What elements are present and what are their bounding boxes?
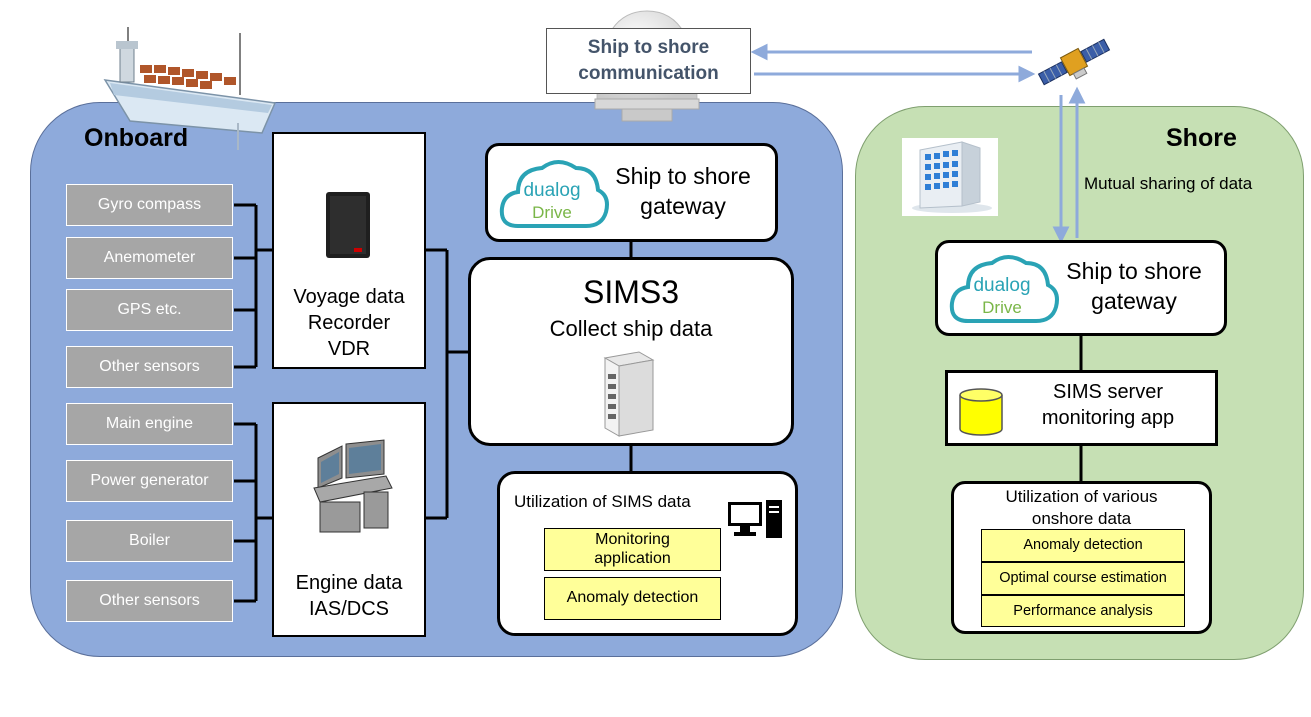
onboard-anomaly-detection-item: Anomaly detection — [544, 577, 721, 620]
gateway-logo-top: dualog — [523, 180, 580, 201]
shore-gateway-logo-top: dualog — [973, 275, 1030, 296]
communication-line-1: Ship to shore — [587, 37, 710, 59]
shore-title: Shore — [1166, 124, 1237, 152]
computer-icon — [728, 500, 782, 538]
communication-line-2: communication — [578, 63, 719, 84]
sensor-main-engine: Main engine — [66, 403, 233, 445]
mutual-sharing-label: Mutual sharing of data — [1084, 174, 1253, 193]
sensor-other-bottom: Other sensors — [66, 580, 233, 622]
vdr-line-2: Recorder — [307, 312, 391, 334]
sims3-title: SIMS3 — [582, 274, 680, 310]
sensor-other-top: Other sensors — [66, 346, 233, 388]
sims-server-line-2: monitoring app — [1041, 407, 1175, 429]
shore-anomaly-detection-item: Anomaly detection — [981, 529, 1185, 562]
communication-box: Ship to shore communication — [546, 28, 751, 94]
ship-icon — [103, 27, 277, 150]
sensor-gps: GPS etc. — [66, 289, 233, 331]
shore-utilization-line-2: onshore data — [1031, 509, 1132, 529]
onboard-gateway-box: dualog Drive Ship to shore gateway — [485, 143, 778, 242]
shore-gateway-box: dualog Drive Ship to shore gateway — [935, 240, 1227, 336]
engine-line-1: Engine data — [295, 572, 403, 594]
sensor-boiler: Boiler — [66, 520, 233, 562]
optimal-course-item: Optimal course estimation — [981, 562, 1185, 595]
vdr-device-icon — [326, 192, 370, 258]
engine-line-2: IAS/DCS — [308, 598, 390, 620]
vdr-box: Voyage data Recorder VDR — [272, 132, 426, 369]
optimal-course-label: Optimal course estimation — [999, 570, 1167, 587]
database-icon — [959, 388, 1003, 436]
performance-analysis-item: Performance analysis — [981, 595, 1185, 627]
cloud-logo-icon: dualog Drive — [949, 255, 1059, 323]
shore-anomaly-label: Anomaly detection — [1023, 537, 1143, 554]
onboard-gateway-line-1: Ship to shore — [615, 163, 751, 189]
sensor-anemometer: Anemometer — [66, 237, 233, 279]
sims-server-box: SIMS server monitoring app — [945, 370, 1218, 446]
sims3-box: SIMS3 Collect ship data — [468, 257, 794, 446]
performance-analysis-label: Performance analysis — [1013, 602, 1153, 619]
onboard-utilization-title: Utilization of SIMS data — [514, 492, 691, 511]
onboard-title: Onboard — [84, 124, 189, 152]
sensor-power-generator: Power generator — [66, 460, 233, 502]
vdr-line-1: Voyage data — [293, 286, 405, 308]
onboard-anomaly-label: Anomaly detection — [566, 589, 699, 607]
shore-gateway-line-2: gateway — [1091, 287, 1177, 314]
shore-utilization-line-1: Utilization of various — [1005, 487, 1158, 506]
onboard-gateway-line-2: gateway — [640, 192, 726, 219]
shore-utilization-box: Utilization of various onshore data Anom… — [951, 481, 1212, 634]
satellite-icon — [1037, 38, 1111, 86]
shore-gateway-logo-bottom: Drive — [982, 298, 1022, 317]
vdr-line-3: VDR — [327, 338, 371, 360]
monitoring-line-2: application — [594, 549, 671, 567]
monitoring-line-1: Monitoring — [595, 531, 670, 549]
industrial-pc-icon — [603, 351, 655, 437]
engine-console-icon — [313, 439, 393, 533]
sims-server-line-1: SIMS server — [1052, 381, 1164, 403]
gateway-logo-bottom: Drive — [532, 203, 572, 222]
sims3-subtitle: Collect ship data — [549, 316, 713, 341]
building-icon — [902, 138, 998, 216]
shore-gateway-line-1: Ship to shore — [1066, 258, 1202, 284]
sensor-gyro-compass: Gyro compass — [66, 184, 233, 226]
engine-data-box: Engine data IAS/DCS — [272, 402, 426, 637]
cloud-logo-icon: dualog Drive — [499, 160, 609, 228]
